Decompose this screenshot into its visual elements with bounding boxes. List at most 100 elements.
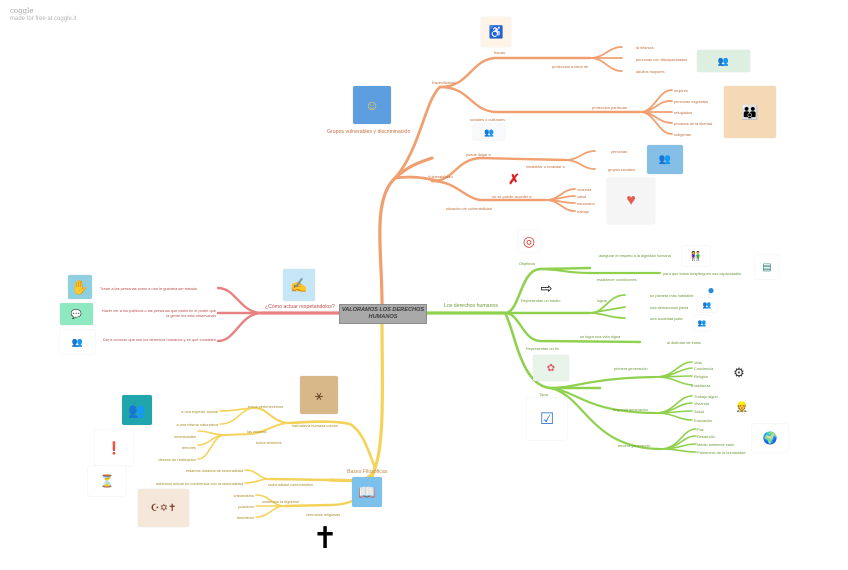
religious-symbols-image: ☪✡✝ — [138, 489, 189, 527]
branch-actuar — [216, 286, 341, 343]
item-desarrollo[interactable]: Desarrollo — [697, 434, 715, 439]
brand: coggle made for free at coggle.it — [10, 7, 76, 23]
student-writing-image: ✍ — [283, 269, 315, 301]
topic-objetivos[interactable]: Objetivos — [519, 261, 536, 266]
item-cristianismo[interactable]: cristianismo — [233, 493, 254, 498]
item-discapacidades[interactable]: personas con discapacidades — [636, 57, 688, 62]
capacities-image: ▤ — [755, 255, 779, 279]
item-necesidades[interactable]: necesidades — [174, 434, 196, 439]
topic-situacion-vulnerabilidad[interactable]: situación de vulnerabilidad — [446, 206, 492, 211]
politicians-image: 💬 — [60, 303, 93, 325]
vitruvian-man-image: ⚹ — [300, 376, 338, 414]
item-educacion[interactable]: educación — [577, 201, 595, 206]
item-educacion-g[interactable]: Educación — [694, 418, 713, 423]
topic-no-acceder[interactable]: no se puede acceder a — [492, 194, 532, 199]
flowers-end-image: ✿ — [533, 355, 569, 381]
arrow-right-icon: ⇨ — [533, 277, 560, 299]
item-paz[interactable]: Paz — [697, 427, 704, 432]
topic-todos-tenemos[interactable]: todos tenemos — [256, 440, 282, 445]
topic-especificidad[interactable]: Especificidad — [432, 80, 455, 85]
item-vivienda[interactable]: vivienda — [577, 187, 592, 192]
item-judaismo[interactable]: judaísmo — [238, 504, 254, 509]
topic-primera-generacion[interactable]: primera generación — [614, 366, 648, 371]
item-islamismo[interactable]: islamismo — [236, 515, 254, 520]
topic-derechos-humanos[interactable]: Los derechos humanos — [444, 303, 498, 309]
item-la-infancia[interactable]: la infancia — [636, 45, 654, 50]
brand-tagline: made for free at coggle.it — [10, 16, 77, 22]
item-grupos-sociales[interactable]: grupos sociales — [608, 167, 636, 172]
topic-racionalidad-comunicativa[interactable]: racionalidad comunicativa — [268, 482, 313, 487]
topic-como-actuar[interactable]: ¿Cómo actuar respetandolos? — [265, 304, 335, 310]
item-planeta-habitable[interactable]: un planeta mas habitable — [650, 293, 694, 298]
topic-creencias-religiosas[interactable]: creencias religiosas — [306, 512, 341, 517]
topic-las-mismas[interactable]: las mismas — [247, 429, 267, 434]
topic-proteccion-particular[interactable]: proteccion particular — [592, 105, 628, 110]
topic-segunda-generacion[interactable]: segunda generación — [613, 407, 649, 412]
topic-naturaleza-humana[interactable]: naturaleza humana común — [292, 423, 339, 428]
item-misma-naturaleza[interactable]: a una misma naturaleza — [176, 422, 218, 427]
item-medio-ambiente[interactable]: Medio ambiente sano — [697, 442, 735, 447]
checklist-man-image: ☑ — [527, 398, 567, 440]
topic-vida-digna[interactable]: se logra una vida digna — [580, 334, 621, 339]
topic-vulnerabilidad[interactable]: Vulnerabilidad — [428, 174, 453, 179]
dignity-image: 👫 — [682, 246, 710, 266]
item-trabajo-digno[interactable]: Trabajo digno — [694, 394, 718, 399]
item-para-que-todos[interactable]: para que todos desplieguen sus capacidad… — [663, 271, 742, 276]
heart-care-image: ♥ — [607, 178, 655, 224]
central-topic[interactable]: VALORAMOS LOS DERECHOS HUMANOS — [339, 304, 427, 324]
target-icon: ◎ — [518, 230, 540, 252]
item-ensenanza[interactable]: Enseñanza — [691, 383, 711, 388]
item-vida[interactable]: Vida — [694, 360, 702, 365]
topic-todos-pertenecemos[interactable]: todos pertenecemos — [248, 404, 284, 409]
branch-derechos — [423, 266, 697, 453]
rationality-image: ⏳ — [88, 466, 126, 496]
item-temores[interactable]: temores — [181, 445, 196, 450]
item-privados-libertad[interactable]: privados de la libertad — [674, 121, 713, 126]
human-bodies-image: 👥 — [122, 395, 152, 425]
coggle-logo: coggle — [10, 7, 34, 15]
globe-icon: ● — [703, 282, 719, 298]
item-actuar-coherencia[interactable]: debemos actuar en coherencia con la raci… — [156, 481, 243, 486]
topic-grupos-vulnerables[interactable]: Grupos vulnerables y discriminación — [327, 129, 411, 135]
topic-establecer-condiciones[interactable]: establecer condiciones — [597, 277, 637, 282]
diverse-people-park-image: 👥 — [697, 50, 750, 72]
topic-representan-fin[interactable]: Representan un fin — [526, 346, 559, 351]
item-adultos-mayores[interactable]: adultos mayores — [636, 69, 665, 74]
item-indigenas[interactable]: indígenas — [674, 132, 691, 137]
item-especie-animal[interactable]: a una especie animal — [181, 409, 218, 414]
topic-tercera-generacion[interactable]: tercera generación — [618, 443, 651, 448]
topic-fisicas[interactable]: físicas — [494, 50, 506, 55]
item-refugiados[interactable]: refugiados — [674, 110, 693, 115]
item-dotados-racionalidad[interactable]: estamos dotados de racionalidad — [185, 468, 243, 473]
item-personas[interactable]: personas — [611, 149, 628, 154]
topic-lograr[interactable]: lograr — [597, 298, 607, 303]
item-trabajo[interactable]: trabajo — [577, 209, 589, 214]
item-asegurar-respeto[interactable]: asegurar el respeto a la dignidad humana — [599, 253, 671, 258]
item-conciencia[interactable]: Conciencia — [694, 366, 714, 371]
item-hacer-ver-politicos[interactable]: Hacer ver a los políticos o las personas… — [101, 308, 216, 318]
topic-puede-llegar[interactable]: puede llegar a — [466, 152, 491, 157]
item-disfrutar[interactable]: al disfrutar de estos — [667, 340, 701, 345]
item-democracia-plena[interactable]: una democracia plena — [650, 305, 689, 310]
branch-grupos — [378, 46, 673, 306]
item-patrimonio[interactable]: Patrimonio de la humanidad — [697, 450, 746, 455]
item-mujeres[interactable]: mujeres — [674, 88, 688, 93]
topic-tipos[interactable]: Tipos — [539, 392, 549, 397]
democracy-image: 👥 — [697, 298, 717, 312]
item-tratar-personas[interactable]: Tratar a las personas como a uno le gust… — [100, 286, 199, 291]
topic-representan-medio[interactable]: Representan un medio — [521, 298, 561, 303]
item-sociedad-justa[interactable]: una sociedad justa — [650, 316, 683, 321]
item-dar-a-conocer[interactable]: Dar a conocer qué son los derechos human… — [102, 337, 216, 342]
topic-bases-filosoficas[interactable]: Bases Filosóficas — [347, 469, 388, 475]
item-religion[interactable]: Religión — [694, 374, 709, 379]
item-migrantes[interactable]: personas migrantes — [674, 99, 709, 104]
item-salud-g[interactable]: Salud — [694, 409, 704, 414]
topic-proteccion-a-favor[interactable]: protección a favor de — [552, 64, 589, 69]
workers-image: 👷 — [729, 394, 755, 420]
topic-sustentan-dignidad[interactable]: sustentan la dignidad — [262, 499, 299, 504]
item-vivienda-g[interactable]: Vivienda — [694, 401, 709, 406]
topic-sociales-culturales[interactable]: sociales o culturales — [470, 117, 506, 122]
item-deseos-realizacion[interactable]: deseos de realización — [158, 457, 196, 462]
topic-inhabilitar[interactable]: inhabilitar o invalidar a — [526, 164, 565, 169]
item-salud[interactable]: salud — [577, 194, 587, 199]
